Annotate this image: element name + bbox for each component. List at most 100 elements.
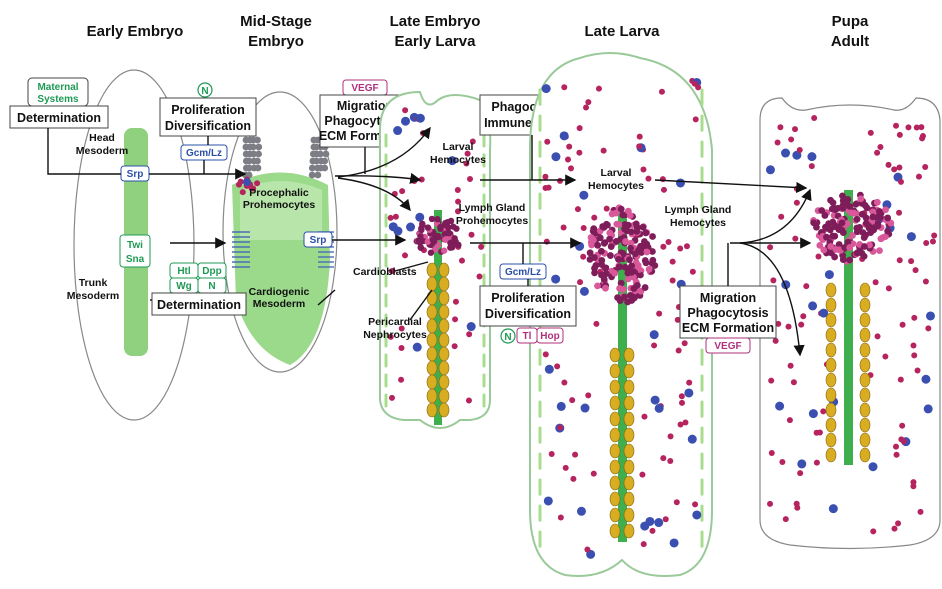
blue-hemocyte xyxy=(688,435,697,444)
magenta-hemocyte xyxy=(800,313,806,319)
lymph-gland-cell xyxy=(879,234,886,241)
magenta-hemocyte xyxy=(591,471,597,477)
magenta-hemocyte xyxy=(469,232,475,238)
pericardial-nephrocyte xyxy=(624,380,634,394)
maternal-systems-line1: Maternal xyxy=(37,82,78,93)
blue-hemocyte xyxy=(825,270,834,279)
sna-tag: Sna xyxy=(126,254,145,265)
pericardial-nephrocyte xyxy=(826,433,836,447)
magenta-hemocyte xyxy=(900,322,906,328)
pericardial-nephrocyte xyxy=(427,403,437,417)
magenta-hemocyte xyxy=(544,139,550,145)
magenta-hemocyte xyxy=(898,179,904,185)
late-embryo xyxy=(380,92,490,428)
lymph-gland-cell xyxy=(628,262,635,269)
magenta-hemocyte xyxy=(666,239,672,245)
blue-hemocyte xyxy=(766,165,775,174)
magenta-hemocyte xyxy=(402,252,408,258)
pericardial-nephrocyte xyxy=(624,364,634,378)
lymph-gland-cell xyxy=(429,216,435,222)
magenta-hemocyte xyxy=(565,157,571,163)
lymph-gland-cell xyxy=(602,285,609,292)
blue-hemocyte xyxy=(684,388,693,397)
magenta-hemocyte xyxy=(452,316,458,322)
lymph-gland-cell xyxy=(601,240,608,247)
magenta-hemocyte xyxy=(670,278,676,284)
lymph-gland-cell xyxy=(616,263,623,270)
prohemocyte xyxy=(254,158,261,165)
magenta-hemocyte xyxy=(767,501,773,507)
prohemocyte xyxy=(254,137,261,144)
stage-title-late-larva: Late Larva xyxy=(584,23,660,40)
hop-tag: Hop xyxy=(540,331,559,342)
magenta-hemocyte xyxy=(923,278,929,284)
magenta-hemocyte xyxy=(676,348,682,354)
lymph-gland-cell xyxy=(598,257,605,264)
lymph-gland-cell xyxy=(839,220,846,227)
procephalic-label-1: Procephalic xyxy=(249,187,309,199)
pericardial-nephrocyte xyxy=(610,460,620,474)
magenta-hemocyte xyxy=(896,165,902,171)
blue-hemocyte xyxy=(655,404,664,413)
magenta-hemocyte xyxy=(886,285,892,291)
lymph-gland-cell xyxy=(863,220,870,227)
magenta-hemocyte xyxy=(916,174,922,180)
lymph-gland-cell xyxy=(448,241,454,247)
gcm-lz-tag-top: Gcm/Lz xyxy=(186,148,222,159)
magenta-hemocyte xyxy=(783,516,789,522)
lymph-gland-cell xyxy=(840,256,847,263)
magenta-hemocyte xyxy=(558,515,564,521)
lymph-gland-cell xyxy=(642,229,649,236)
magenta-hemocyte xyxy=(557,178,563,184)
magenta-hemocyte xyxy=(393,214,399,220)
magenta-hemocyte xyxy=(877,144,883,150)
magenta-hemocyte xyxy=(779,459,785,465)
magenta-hemocyte xyxy=(919,135,925,141)
pericardial-nephrocyte xyxy=(624,476,634,490)
lymph-gland-cell xyxy=(646,266,653,273)
magenta-hemocyte xyxy=(918,509,924,515)
magenta-hemocyte xyxy=(778,214,784,220)
magenta-hemocyte xyxy=(593,321,599,327)
lymph-gland-cell xyxy=(876,247,883,254)
magenta-hemocyte xyxy=(768,378,774,384)
magenta-hemocyte xyxy=(645,176,651,182)
magenta-hemocyte xyxy=(568,165,574,171)
magenta-hemocyte xyxy=(874,150,880,156)
procephalic-label-2: Prohemocytes xyxy=(243,199,316,211)
magenta-hemocyte xyxy=(656,311,662,317)
larval-hemocytes-label-1b: Hemocytes xyxy=(430,154,486,166)
cardiogenic-label-2: Mesoderm xyxy=(253,298,306,310)
magenta-hemocyte xyxy=(910,342,916,348)
magenta-hemocyte xyxy=(640,166,646,172)
blue-hemocyte xyxy=(581,404,590,413)
magenta-hemocyte xyxy=(399,188,405,194)
lymph-gland-cell xyxy=(628,269,635,276)
magenta-hemocyte xyxy=(820,408,826,414)
pericardial-nephrocyte xyxy=(826,403,836,417)
lymph-gland-cell xyxy=(445,224,451,230)
magenta-hemocyte xyxy=(873,279,879,285)
n-tag-bottom2: N xyxy=(504,332,511,343)
magenta-hemocyte xyxy=(651,342,657,348)
lymph-gland-cell xyxy=(451,235,457,241)
migration-bottom-line3: ECM Formation xyxy=(682,321,774,335)
magenta-hemocyte xyxy=(677,246,683,252)
lymph-gland-cell xyxy=(851,210,858,217)
lymph-gland-cell xyxy=(446,230,452,236)
head-mesoderm-label-1: Head xyxy=(89,132,115,144)
pericardial-nephrocyte xyxy=(826,298,836,312)
lymph-gland-cell xyxy=(818,207,825,214)
magenta-hemocyte xyxy=(542,174,548,180)
stage-title-pupa: Pupa xyxy=(832,13,869,30)
magenta-hemocyte xyxy=(773,338,779,344)
pericardial-nephrocyte xyxy=(439,375,449,389)
magenta-hemocyte xyxy=(897,132,903,138)
pericardial-nephrocyte xyxy=(439,277,449,291)
magenta-hemocyte xyxy=(467,176,473,182)
magenta-hemocyte xyxy=(636,143,642,149)
lymph-gland-cell xyxy=(643,259,650,266)
magenta-hemocyte xyxy=(777,124,783,130)
pericardial-nephrocyte xyxy=(427,347,437,361)
